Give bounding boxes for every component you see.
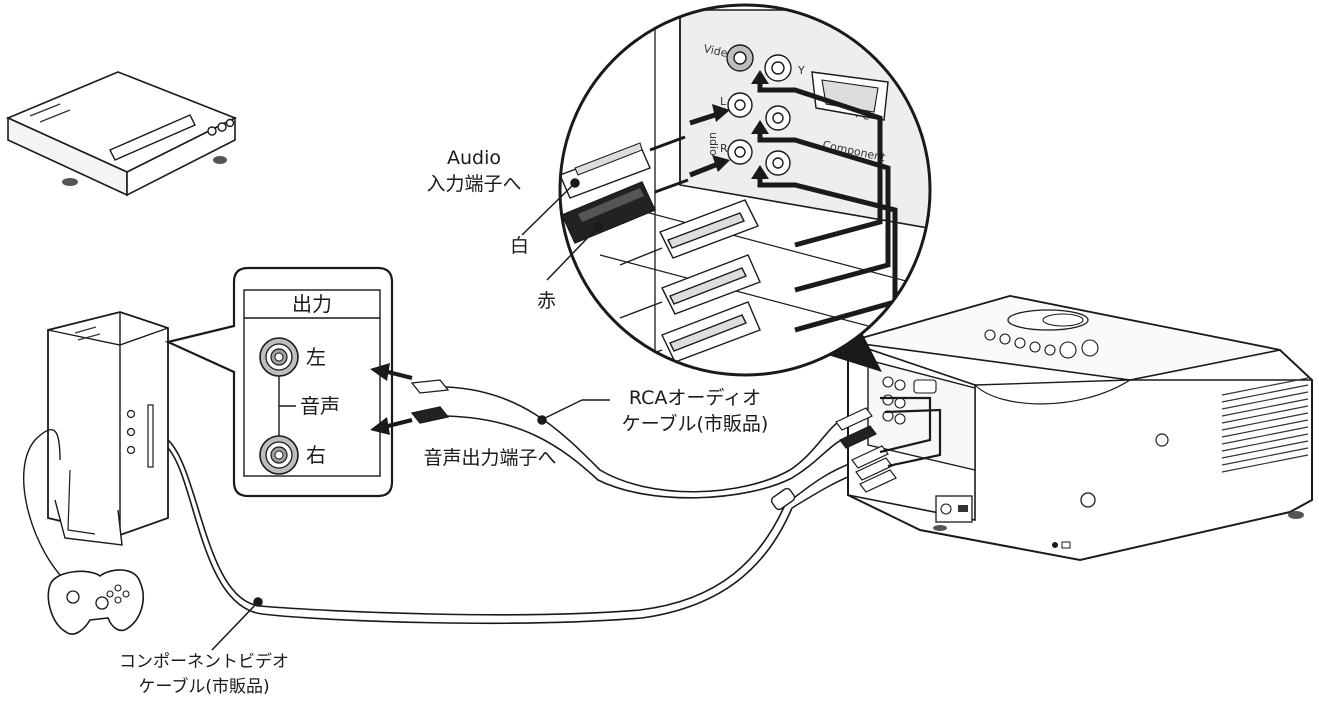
audio-output-label: 音声出力端子へ	[423, 447, 556, 469]
white-label: 白	[510, 235, 529, 257]
right-channel-label: 右	[306, 443, 326, 467]
port-label-audio-l: L	[720, 95, 727, 108]
left-channel-label: 左	[306, 345, 326, 369]
projector-illustration	[835, 294, 1313, 562]
component-cable-label-line2: ケーブル(市販品)	[138, 676, 269, 697]
red-audio-plug	[561, 178, 689, 244]
audio-input-label-line2: 入力端子へ	[426, 173, 521, 195]
game-console-illustration	[47, 311, 169, 546]
output-panel: 出力 左 右 音声	[164, 266, 394, 498]
magnified-port-view: Video Y PC Component L R udio	[558, 3, 932, 377]
component-video-plugs	[619, 199, 761, 366]
output-panel-title: 出力	[292, 292, 332, 316]
magnifier-pointer	[828, 325, 882, 372]
leader-lines	[211, 178, 610, 651]
output-arrows	[370, 363, 413, 435]
game-controller-illustration	[22, 428, 144, 635]
rca-cable-label-line2: ケーブル(市販品)	[622, 412, 769, 435]
audio-label: 音声	[300, 394, 340, 418]
port-label-y: Y	[797, 64, 805, 77]
component-cable-label-line1: コンポーネントビデオ	[119, 651, 289, 672]
right-audio-jack	[259, 435, 299, 475]
set-top-box-illustration	[5, 71, 237, 197]
rca-cable-label-line1: RCAオーディオ	[629, 387, 761, 409]
port-label-audio: udio	[707, 132, 720, 156]
red-label: 赤	[537, 290, 556, 312]
cables	[167, 386, 861, 625]
rca-plugs-console-side	[410, 379, 450, 424]
audio-input-label-line1: Audio	[447, 147, 501, 169]
port-label-audio-r: R	[720, 142, 728, 155]
left-audio-jack	[259, 337, 299, 377]
